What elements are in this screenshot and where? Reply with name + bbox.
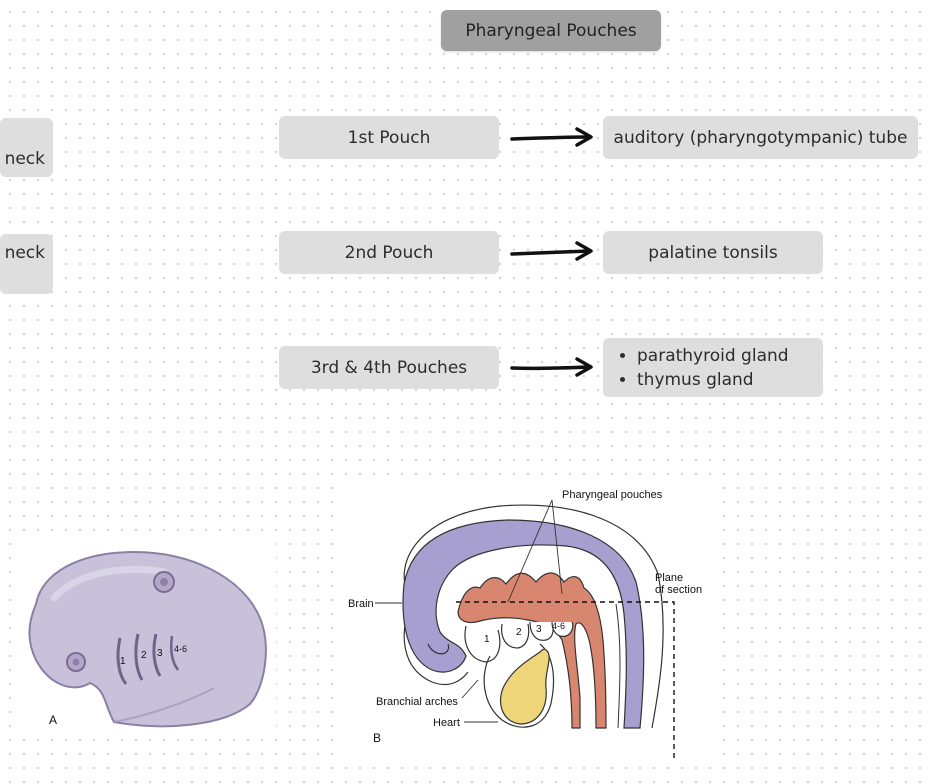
left-partial-box-2: e neck (0, 234, 53, 294)
figure-a-label: A (49, 713, 57, 727)
label-branchial-arches: Branchial arches (376, 696, 458, 708)
arch-number: 3 (536, 624, 542, 635)
label-heart: Heart (433, 717, 460, 729)
figure-a-number: 1 (120, 656, 126, 667)
embryo-figure-a: 1 2 3 4-6 A (14, 538, 276, 734)
pouch-2-box: 2nd Pouch (279, 231, 499, 274)
arch-number: 1 (484, 634, 490, 645)
figure-b-label: B (373, 731, 381, 745)
label-pharyngeal-pouches: Pharyngeal pouches (562, 489, 663, 501)
arch-number: 4-6 (552, 621, 565, 631)
section-figure-b: Pharyngeal pouches Plane of section Brai… (340, 484, 715, 762)
left-partial-text-1: neck (4, 149, 45, 169)
derivative-1-box: auditory (pharyngotympanic) tube (603, 116, 918, 159)
arrow-right-icon (510, 241, 593, 261)
derivative-list: parathyroid gland thymus gland (619, 344, 789, 392)
label-plane: Plane (655, 572, 683, 584)
left-partial-text-2: e neck (0, 243, 45, 263)
derivative-2-box: palatine tonsils (603, 231, 823, 274)
derivative-list-item: parathyroid gland (637, 344, 789, 368)
figure-a-number: 3 (157, 648, 163, 659)
figure-a-number: 2 (141, 650, 147, 661)
derivative-list-item: thymus gland (637, 368, 789, 392)
arrow-right-icon (510, 357, 593, 377)
label-brain: Brain (348, 598, 374, 610)
pouch-1-box: 1st Pouch (279, 116, 499, 159)
pouch-3-4-box: 3rd & 4th Pouches (279, 346, 499, 389)
label-of-section: of section (655, 584, 702, 596)
arch-number: 2 (516, 627, 522, 638)
left-partial-box-1: neck (0, 118, 53, 177)
figure-a-number: 4-6 (174, 644, 187, 654)
derivative-3-box: parathyroid gland thymus gland (603, 338, 823, 397)
arrow-right-icon (510, 127, 593, 147)
diagram-title: Pharyngeal Pouches (441, 10, 661, 51)
